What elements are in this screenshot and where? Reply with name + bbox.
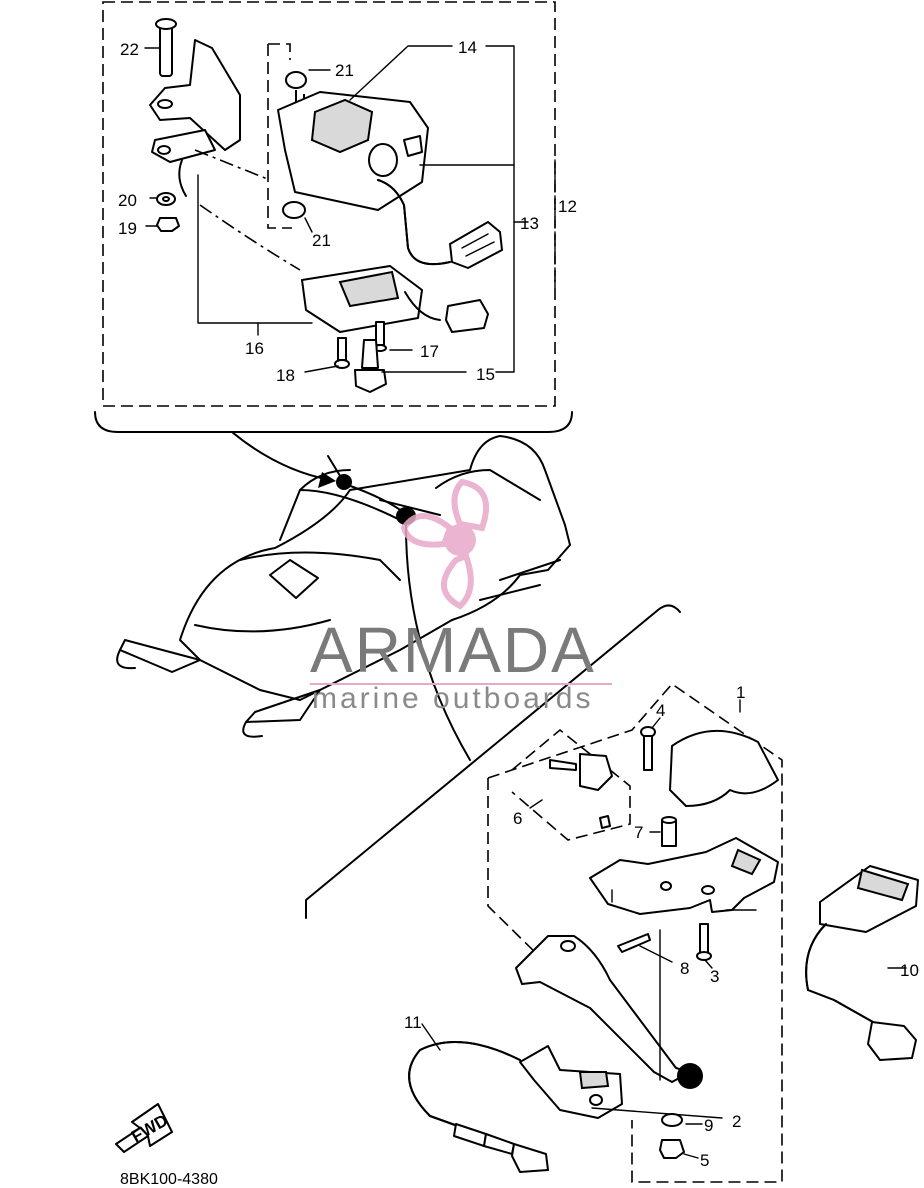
throttle-lever [515, 935, 703, 1089]
mounting-bracket [149, 18, 241, 163]
callout-11: 11 [404, 1013, 422, 1032]
relay-unit [819, 865, 919, 933]
callout-22: 22 [120, 40, 139, 59]
bolt [696, 923, 712, 961]
bracket-cable [178, 159, 187, 197]
callout-20: 20 [118, 191, 137, 210]
nut [659, 1139, 685, 1159]
bolt [640, 726, 656, 771]
switch-block [549, 753, 613, 829]
callout-21: 21 [335, 61, 354, 80]
nut [156, 217, 180, 232]
callout-12: 12 [558, 197, 577, 216]
grip-cover [669, 730, 779, 807]
callout-17: 17 [420, 342, 439, 361]
screw [617, 933, 651, 953]
armada-logo [400, 478, 489, 610]
screw [334, 337, 350, 369]
watermark-brand: ARMADA [310, 614, 596, 686]
lever-bracket [589, 837, 779, 915]
leader-lines-bottom [421, 699, 907, 1159]
callout-4: 4 [656, 701, 665, 720]
connector [445, 299, 489, 333]
callout-13: 13 [520, 214, 539, 233]
throttle-sensor [519, 1045, 623, 1119]
connector [867, 1021, 917, 1061]
callout-8: 8 [680, 959, 689, 978]
connector [449, 221, 503, 269]
fwd-direction-arrow: FWD [115, 1103, 173, 1153]
callout-3: 3 [710, 967, 719, 986]
callout-10: 10 [900, 961, 919, 980]
guide-line-1 [194, 149, 271, 181]
callout-19: 19 [118, 219, 137, 238]
callout-16: 16 [245, 339, 264, 358]
watermark-tagline: marine outboards [312, 682, 593, 715]
snowmobile-outline [116, 435, 571, 738]
washer [156, 192, 176, 206]
callout-15: 15 [476, 365, 495, 384]
throttle-cable [404, 521, 471, 761]
callout-2: 2 [732, 1112, 741, 1131]
relay-housing [301, 265, 423, 333]
callout-9: 9 [704, 1116, 713, 1135]
callout-1: 1 [736, 683, 745, 702]
callout-6: 6 [513, 809, 522, 828]
inset-pointer-arrow [231, 431, 336, 488]
callout-numbers: 22 21 14 20 19 21 13 12 16 17 18 15 1 4 … [118, 38, 919, 1170]
callout-21: 21 [312, 231, 331, 250]
control-unit [277, 91, 429, 211]
callout-5: 5 [700, 1151, 709, 1170]
section-divider [305, 604, 681, 919]
connector [453, 1123, 549, 1173]
collar [661, 816, 677, 847]
leader-lines-top [144, 45, 556, 373]
rubber-cap [282, 201, 306, 219]
callout-7: 7 [634, 823, 643, 842]
washer [661, 1113, 683, 1127]
callout-14: 14 [458, 38, 477, 57]
diagram-code: 8BK100-4380 [120, 1171, 218, 1188]
guide-line-2 [199, 204, 301, 271]
bolt [354, 339, 387, 393]
callout-18: 18 [276, 366, 295, 385]
